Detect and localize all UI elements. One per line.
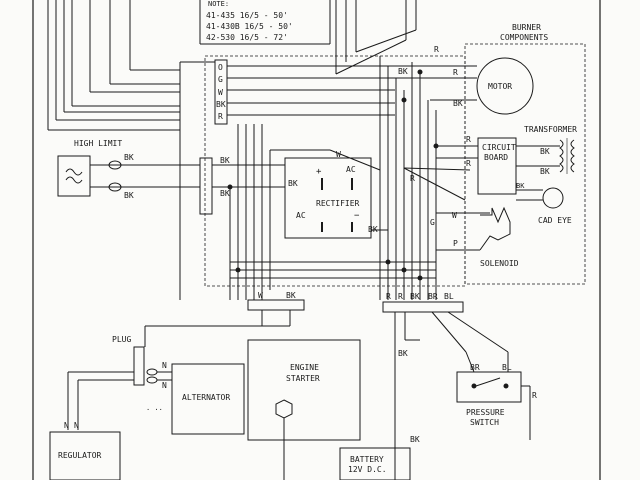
svg-text:BL: BL <box>444 292 454 301</box>
svg-text:BK: BK <box>540 147 550 156</box>
svg-text:W: W <box>258 291 263 300</box>
svg-text:BK: BK <box>216 100 226 109</box>
note-row-2: 41-430B 16/5 - 50' <box>206 22 293 31</box>
svg-text:N: N <box>162 381 167 390</box>
battery: BATTERY 12V D.C. BK BK <box>339 349 420 480</box>
motor: MOTOR R R BK BK <box>395 45 534 115</box>
svg-text:BK: BK <box>220 156 230 165</box>
svg-text:BK: BK <box>124 191 134 200</box>
svg-text:W: W <box>452 211 457 220</box>
mid-bundle <box>230 69 439 281</box>
svg-text:BL: BL <box>502 363 512 372</box>
svg-text:N: N <box>64 421 69 430</box>
regulator-label: REGULATOR <box>58 451 102 460</box>
svg-text:R: R <box>453 68 458 77</box>
rectifier: + AC RECTIFIER AC − W BK BK <box>269 149 388 290</box>
svg-text:BK: BK <box>398 349 408 358</box>
plug-label: PLUG <box>112 335 131 344</box>
circuit-board-label-1: CIRCUIT <box>482 143 516 152</box>
cad-eye-label: CAD EYE <box>538 216 572 225</box>
note-row-1: 41-435 16/5 - 50' <box>206 11 288 20</box>
alternator-label: ALTERNATOR <box>182 393 230 402</box>
svg-text:O: O <box>218 63 223 72</box>
svg-text:−: − <box>354 211 360 221</box>
svg-text:BK: BK <box>286 291 296 300</box>
svg-text:AC: AC <box>346 165 356 174</box>
solenoid-label: SOLENOID <box>480 259 519 268</box>
svg-text:R: R <box>532 391 537 400</box>
left-terminal-strip: BK BK <box>199 124 285 300</box>
pressure-switch: BR BL PRESSURE SWITCH R <box>456 351 537 440</box>
svg-text:R: R <box>410 174 415 183</box>
bottom-right-terminal: R R BK BR BL <box>382 292 509 480</box>
svg-text:R: R <box>466 159 471 168</box>
note-title: NOTE: <box>208 0 229 8</box>
pressure-switch-label-2: SWITCH <box>470 418 499 427</box>
svg-text:BK: BK <box>398 67 408 76</box>
top-junction-block: O G W BK R <box>214 59 395 125</box>
transformer-label: TRANSFORMER <box>524 125 577 134</box>
svg-text:N: N <box>162 361 167 370</box>
battery-label-1: BATTERY <box>350 455 384 464</box>
battery-label-2: 12V D.C. <box>348 465 387 474</box>
svg-text:BK: BK <box>124 153 134 162</box>
svg-text:R: R <box>434 45 439 54</box>
burner-enclosure <box>464 43 586 285</box>
pressure-switch-label-1: PRESSURE <box>466 408 505 417</box>
svg-text:G: G <box>218 75 223 84</box>
engine-starter-label-1: ENGINE <box>290 363 319 372</box>
svg-text:R: R <box>398 292 403 301</box>
engine-starter: ENGINE STARTER <box>247 339 361 480</box>
top-harness <box>47 0 417 300</box>
svg-text:AC: AC <box>296 211 306 220</box>
note-row-3: 42-530 16/5 - 72' <box>206 33 288 42</box>
svg-text:BK: BK <box>410 435 420 444</box>
solenoid: SOLENOID <box>479 206 519 268</box>
transformer: TRANSFORMER BK BK <box>516 125 577 176</box>
svg-text:R: R <box>466 135 471 144</box>
plug: PLUG N N N N · ·· <box>64 326 172 430</box>
cad-eye: CAD EYE BK <box>516 182 572 225</box>
svg-text:P: P <box>453 239 458 248</box>
svg-text:BK: BK <box>516 182 525 190</box>
circuit-board: CIRCUIT BOARD R R <box>436 135 517 195</box>
regulator: REGULATOR <box>49 431 121 480</box>
high-limit-label: HIGH LIMIT <box>74 139 122 148</box>
svg-text:W: W <box>336 150 341 159</box>
svg-text:+: + <box>316 167 322 177</box>
engine-starter-label-2: STARTER <box>286 374 320 383</box>
burner-components-label-1: BURNER <box>512 23 541 32</box>
high-limit: HIGH LIMIT BK BK <box>57 139 200 200</box>
svg-text:BK: BK <box>220 189 230 198</box>
burner-components-label-2: COMPONENTS <box>500 33 548 42</box>
svg-text:BK: BK <box>453 99 463 108</box>
svg-text:BK: BK <box>540 167 550 176</box>
rectifier-label: RECTIFIER <box>316 199 360 208</box>
svg-text:R: R <box>218 112 223 121</box>
center-bundle: G W P R <box>379 56 490 300</box>
svg-text:· ··: · ·· <box>146 406 163 414</box>
svg-text:G: G <box>430 218 435 227</box>
svg-text:BK: BK <box>410 292 420 301</box>
svg-text:BK: BK <box>288 179 298 188</box>
note-box: NOTE: 41-435 16/5 - 50' 41-430B 16/5 - 5… <box>199 0 331 45</box>
motor-label: MOTOR <box>488 82 512 91</box>
svg-text:BR: BR <box>470 363 480 372</box>
svg-text:R: R <box>386 292 391 301</box>
svg-text:BR: BR <box>428 292 438 301</box>
svg-text:W: W <box>218 88 223 97</box>
svg-text:N: N <box>74 421 79 430</box>
circuit-board-label-2: BOARD <box>484 153 508 162</box>
bottom-left-terminal: W BK <box>145 291 305 327</box>
alternator: ALTERNATOR <box>171 363 245 435</box>
